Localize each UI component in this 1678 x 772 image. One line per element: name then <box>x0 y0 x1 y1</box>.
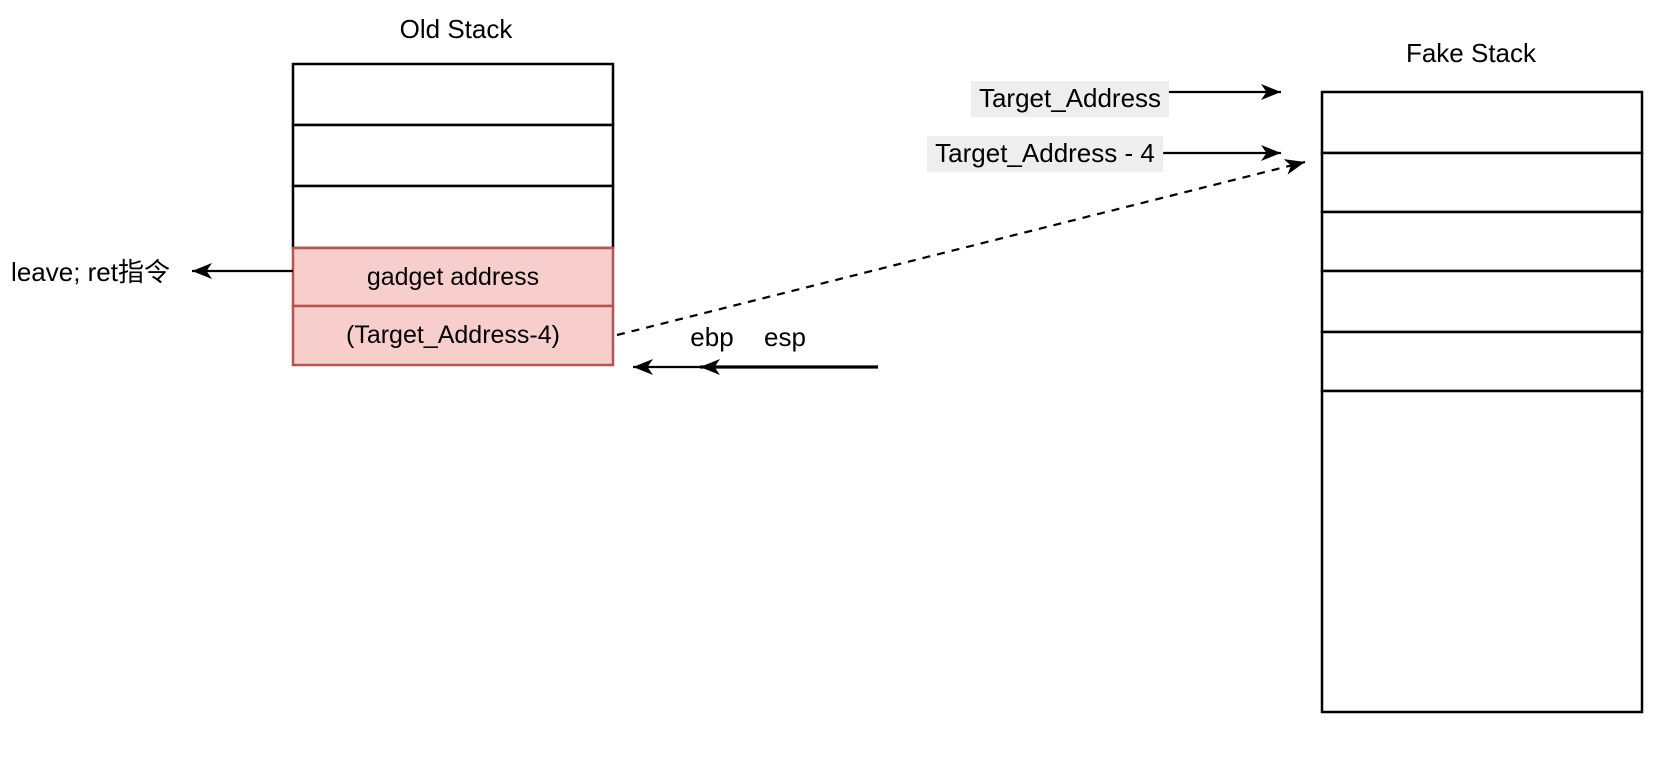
target-address-label: Target_Address <box>970 81 1170 117</box>
old-stack-title: Old Stack <box>399 14 513 45</box>
old-stack-cell-2 <box>291 123 615 188</box>
fake-stack-cell-1 <box>1320 90 1644 155</box>
target-address-minus4-cell-label: (Target_Address-4) <box>346 321 560 349</box>
stack-pivot-dashed-arrow <box>616 159 1306 337</box>
gadget-address-cell-label: gadget address <box>366 263 540 291</box>
old-stack-cell-1 <box>291 62 615 127</box>
old-stack-cell-target-address-minus4 <box>291 304 615 367</box>
fake-stack-box <box>1320 90 1644 714</box>
esp-label: esp <box>764 322 806 353</box>
leave-ret-label: leave; ret指令 <box>11 257 170 287</box>
fake-stack-cell-3 <box>1320 210 1644 273</box>
fake-stack-cell-4 <box>1320 269 1644 334</box>
old-stack-cell-3 <box>291 184 615 250</box>
target-address-minus4-label: Target_Address - 4 <box>927 136 1163 172</box>
fake-stack-cell-5 <box>1320 330 1644 393</box>
fake-stack-title: Fake Stack <box>1405 38 1537 69</box>
old-stack-cell-gadget-address <box>291 246 615 308</box>
fake-stack-cell-6 <box>1320 389 1644 714</box>
fake-stack-cell-2 <box>1320 151 1644 214</box>
old-stack-box <box>291 62 615 367</box>
ebp-label: ebp <box>690 322 734 353</box>
